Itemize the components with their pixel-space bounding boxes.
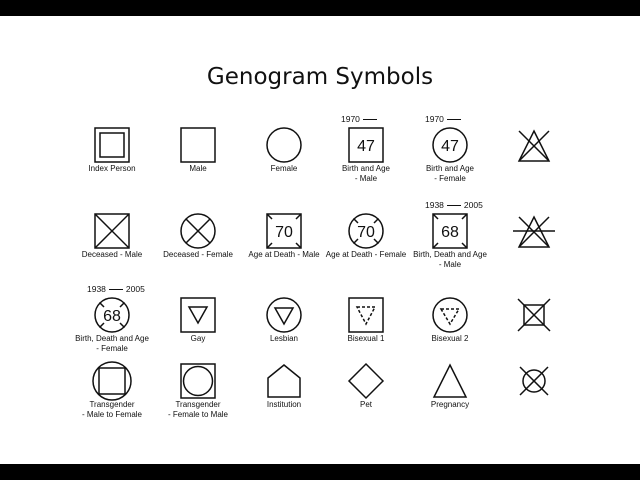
age-number: 47 — [441, 138, 459, 155]
symbol-label: Lesbian — [269, 334, 299, 343]
deceased-male-symbol-graphic — [94, 213, 130, 249]
age-at-death-male-symbol-graphic: 70 — [266, 213, 302, 249]
year-annotation: 1938 2005 — [87, 284, 145, 294]
symbol-label: Index Person — [88, 164, 136, 173]
birth-age-female-symbol-graphic: 47 — [432, 127, 468, 163]
crossed-triangle-line-symbol — [484, 214, 584, 248]
age-number: 68 — [441, 224, 459, 241]
crossed-square-small-symbol-graphic — [517, 298, 551, 332]
gay-symbol-graphic — [180, 297, 216, 333]
male-symbol: Male — [148, 127, 248, 174]
index-person-symbol: Index Person — [62, 127, 162, 174]
symbol-label: Pregnancy — [430, 400, 470, 409]
index-person-symbol-graphic — [94, 127, 130, 163]
year-dash — [108, 289, 123, 291]
symbol-label: Male — [189, 164, 207, 173]
year-dash — [446, 119, 461, 121]
age-at-death-female-symbol-graphic: 70 — [348, 213, 384, 249]
crossed-square-small-symbol — [484, 298, 584, 332]
deceased-male-symbol: Deceased - Male — [62, 213, 162, 260]
lesbian-symbol-graphic — [266, 297, 302, 333]
crossed-triangle-line-symbol-graphic — [513, 215, 555, 248]
slide: Genogram Symbols Index Person Male Female 4… — [0, 16, 640, 464]
crossed-triangle-symbol — [484, 128, 584, 162]
year-annotation: 1970 — [341, 114, 380, 124]
birth-year: 1970 — [341, 114, 360, 124]
bisexual-1-symbol: Bisexual 1 — [316, 297, 416, 344]
transgender-f2m-symbol: Transgender - Female to Male — [148, 363, 248, 420]
deceased-female-symbol-graphic — [180, 213, 216, 249]
symbol-label: Birth, Death and Age - Female — [75, 334, 149, 353]
symbol-label: Transgender - Male to Female — [81, 400, 143, 419]
page-title: Genogram Symbols — [206, 64, 434, 90]
birth-death-age-female-symbol-graphic: 68 — [94, 297, 130, 333]
institution-symbol-graphic — [267, 364, 301, 398]
symbol-label: Age at Death - Female — [325, 250, 407, 259]
crossed-circle-small-symbol — [484, 364, 584, 398]
crossed-circle-small-symbol-graphic — [519, 366, 549, 396]
symbol-label: Age at Death - Male — [248, 250, 320, 259]
age-number: 47 — [357, 138, 375, 155]
symbol-label: Deceased - Female — [163, 250, 233, 259]
death-year: 2005 — [463, 200, 483, 210]
birth-age-male-symbol-graphic: 47 — [348, 127, 384, 163]
bisexual-1-symbol-graphic — [348, 297, 384, 333]
pet-symbol: Pet — [316, 362, 416, 410]
bisexual-2-symbol-graphic — [432, 297, 468, 333]
symbol-label: Birth and Age - Male — [341, 164, 391, 183]
birth-year: 1938 — [425, 200, 444, 210]
pregnancy-symbol-graphic — [432, 363, 468, 398]
age-number: 70 — [357, 224, 375, 241]
year-dash — [362, 119, 377, 121]
crossed-triangle-symbol-graphic — [517, 129, 551, 162]
birth-year: 1938 — [87, 284, 106, 294]
pregnancy-symbol: Pregnancy — [400, 363, 500, 410]
year-dash — [446, 205, 461, 207]
deceased-female-symbol: Deceased - Female — [148, 213, 248, 260]
symbol-label: Bisexual 1 — [347, 334, 385, 343]
gay-symbol: Gay — [148, 297, 248, 344]
symbol-label: Institution — [266, 400, 302, 409]
transgender-m2f-symbol-graphic — [92, 361, 132, 401]
symbol-label: Bisexual 2 — [431, 334, 469, 343]
symbol-label: Birth, Death and Age - Male — [413, 250, 487, 269]
bisexual-2-symbol: Bisexual 2 — [400, 297, 500, 344]
year-annotation: 1938 2005 — [425, 200, 483, 210]
birth-death-age-male-symbol-graphic: 68 — [432, 213, 468, 249]
age-number: 68 — [103, 308, 121, 325]
symbol-label: Gay — [190, 334, 206, 343]
female-symbol-graphic — [266, 127, 302, 163]
birth-year: 1970 — [425, 114, 444, 124]
lesbian-symbol: Lesbian — [234, 297, 334, 344]
symbol-label: Deceased - Male — [81, 250, 143, 259]
symbol-label: Pet — [359, 400, 372, 409]
female-symbol: Female — [234, 127, 334, 174]
age-number: 70 — [275, 224, 293, 241]
symbol-label: Female — [270, 164, 298, 173]
institution-symbol: Institution — [234, 364, 334, 410]
male-symbol-graphic — [180, 127, 216, 163]
transgender-m2f-symbol: Transgender - Male to Female — [62, 361, 162, 420]
transgender-f2m-symbol-graphic — [180, 363, 216, 399]
symbol-label: Birth and Age - Female — [425, 164, 475, 183]
year-annotation: 1970 — [425, 114, 464, 124]
symbol-label: Transgender - Female to Male — [167, 400, 229, 419]
pet-symbol-graphic — [347, 362, 385, 400]
death-year: 2005 — [125, 284, 145, 294]
